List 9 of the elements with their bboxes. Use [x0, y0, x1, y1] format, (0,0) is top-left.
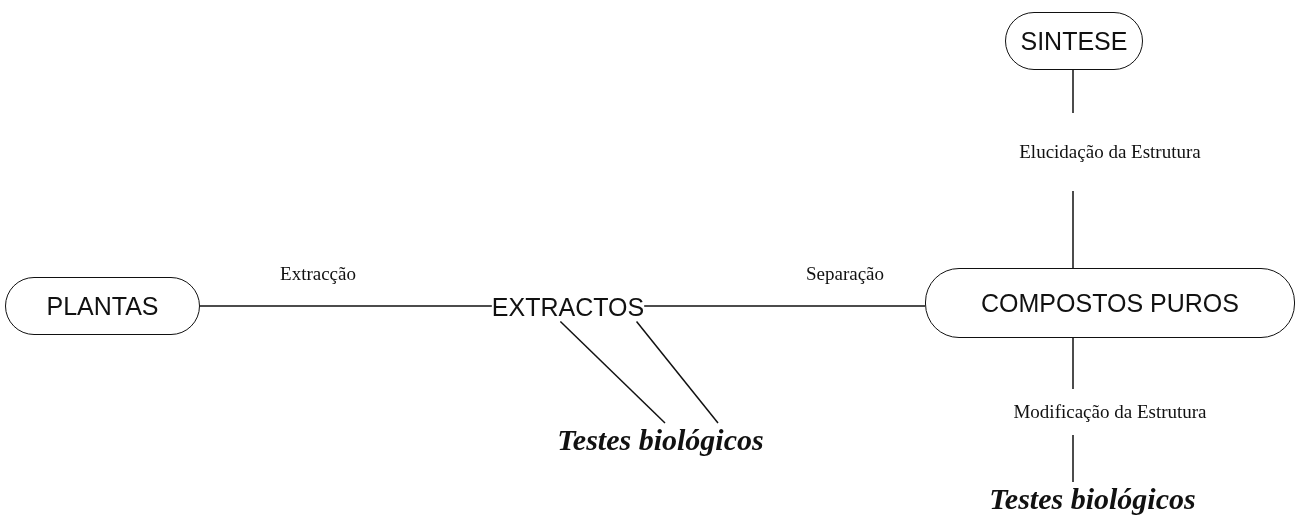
connector-line [199, 305, 493, 307]
node-text: Testes biológicos [989, 482, 1196, 516]
edge-label: Elucidação da Estrutura [1016, 113, 1204, 191]
connector-line [635, 320, 719, 424]
node-text: Testes biológicos [557, 423, 764, 457]
node-text: EXTRACTOS [491, 292, 645, 322]
connector-line [559, 320, 666, 424]
rounded-box: COMPOSTOS PUROS [925, 268, 1295, 338]
connector-line [643, 305, 926, 307]
